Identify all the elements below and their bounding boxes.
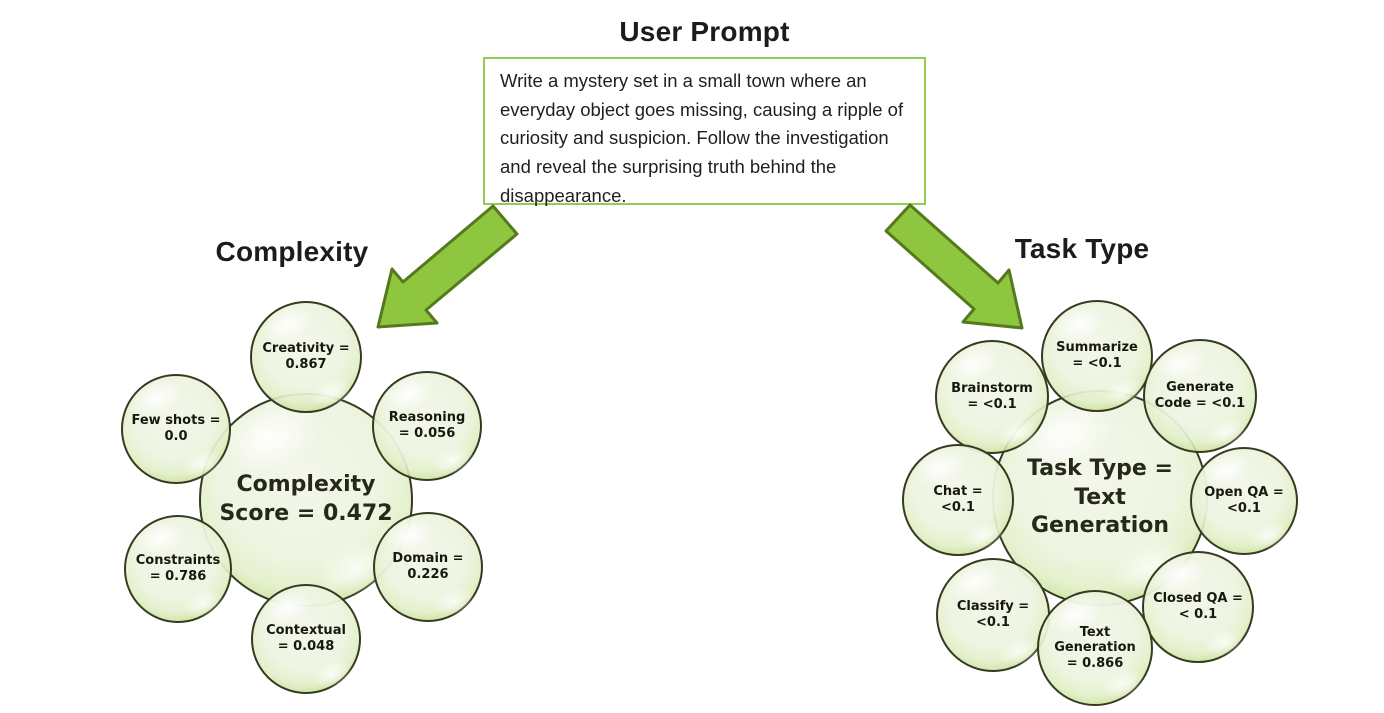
bubble-brainstorm: Brainstorm = <0.1 (935, 340, 1049, 454)
bubble-few-shots-label: Few shots = 0.0 (131, 413, 221, 444)
user-prompt-title: User Prompt (619, 16, 790, 47)
bubble-contextual: Contextual = 0.048 (251, 584, 361, 694)
task-type-hub-label: Task Type = Text Generation (1027, 456, 1173, 539)
bubble-closed-qa: Closed QA = < 0.1 (1142, 551, 1254, 663)
bubble-contextual-label: Contextual = 0.048 (266, 623, 346, 654)
bubble-brainstorm-label: Brainstorm = <0.1 (951, 381, 1033, 412)
bubble-generate-code-label: Generate Code = <0.1 (1154, 380, 1246, 411)
bubble-summarize-label: Summarize = <0.1 (1056, 340, 1138, 371)
bubble-open-qa-label: Open QA = <0.1 (1204, 485, 1284, 516)
bubble-chat-label: Chat = <0.1 (933, 484, 983, 515)
bubble-domain: Domain = 0.226 (373, 512, 483, 622)
complexity-title: Complexity (215, 236, 369, 267)
bubble-closed-qa-label: Closed QA = < 0.1 (1153, 591, 1243, 622)
bubble-classify-label: Classify = <0.1 (956, 599, 1030, 630)
bubble-creativity: Creativity = 0.867 (250, 301, 362, 413)
bubble-constraints-label: Constraints = 0.786 (135, 553, 221, 584)
bubble-classify: Classify = <0.1 (936, 558, 1050, 672)
user-prompt-text: Write a mystery set in a small town wher… (500, 70, 904, 206)
bubble-reasoning-label: Reasoning = 0.056 (388, 410, 466, 441)
user-prompt-box: Write a mystery set in a small town wher… (483, 57, 926, 206)
bubble-generate-code: Generate Code = <0.1 (1143, 339, 1257, 453)
bubble-chat: Chat = <0.1 (902, 444, 1014, 556)
bubble-reasoning: Reasoning = 0.056 (372, 371, 482, 481)
bubble-creativity-label: Creativity = 0.867 (262, 341, 350, 372)
task-type-title: Task Type (1014, 233, 1150, 264)
bubble-few-shots: Few shots = 0.0 (121, 374, 231, 484)
bubble-open-qa: Open QA = <0.1 (1190, 447, 1298, 555)
bubble-domain-label: Domain = 0.226 (392, 551, 464, 582)
bubble-text-generation-label: Text Generation = 0.866 (1054, 624, 1136, 671)
complexity-hub-label: Complexity Score = 0.472 (219, 472, 393, 526)
bubble-text-generation: Text Generation = 0.866 (1037, 590, 1153, 706)
bubble-summarize: Summarize = <0.1 (1041, 300, 1153, 412)
bubble-constraints: Constraints = 0.786 (124, 515, 232, 623)
